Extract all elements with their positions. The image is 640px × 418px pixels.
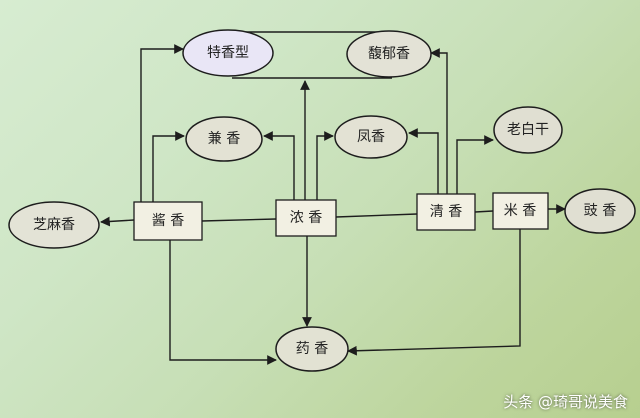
node-qing-label: 清 香 — [430, 204, 462, 220]
arrow-qing-to-fuyu — [430, 48, 448, 194]
node-texiang: 特香型 — [182, 29, 274, 77]
node-mi: 米 香 — [492, 192, 549, 230]
node-zhima-label: 芝麻香 — [33, 217, 75, 233]
node-laobaigan-label: 老白干 — [507, 122, 549, 138]
arrow-jiang-to-zhima — [100, 216, 135, 227]
connectors — [100, 31, 566, 365]
arrow-nong-to-feng — [316, 131, 334, 200]
link-jiang-nong — [201, 218, 277, 222]
node-feng-label: 凤香 — [357, 129, 385, 145]
node-zhima: 芝麻香 — [8, 201, 100, 249]
arrow-jiang-to-jian — [152, 131, 185, 202]
watermark-handle: @琦哥说美食 — [537, 393, 628, 411]
node-qing: 清 香 — [416, 193, 476, 231]
arrow-mi-to-yao — [347, 229, 521, 356]
node-nong: 浓 香 — [275, 199, 337, 237]
node-chi: 豉 香 — [564, 188, 636, 234]
node-laobaigan: 老白干 — [493, 106, 563, 154]
node-yao-label: 药 香 — [296, 341, 328, 357]
node-chi-label: 豉 香 — [584, 203, 616, 219]
arrow-nong-to-jian — [263, 131, 295, 200]
node-jiang-label: 酱 香 — [152, 213, 184, 229]
link-nong-qing — [335, 213, 418, 218]
arrow-qing-to-feng — [408, 128, 439, 194]
arrow-qing-to-laobaigan — [456, 135, 494, 194]
node-yao: 药 香 — [275, 326, 349, 372]
node-jiang: 酱 香 — [133, 201, 203, 241]
node-feng: 凤香 — [334, 115, 408, 159]
watermark: 头条 @琦哥说美食 — [503, 391, 628, 412]
arrow-jiang-to-texiang — [140, 44, 184, 202]
node-jian: 兼 香 — [185, 116, 263, 162]
node-nong-label: 浓 香 — [290, 210, 322, 226]
link-qing-mi — [474, 210, 494, 213]
node-jian-label: 兼 香 — [208, 131, 240, 147]
node-texiang-label: 特香型 — [207, 45, 249, 61]
node-fuyu: 馥郁香 — [346, 30, 432, 78]
watermark-brand: 头条 — [503, 393, 534, 411]
node-fuyu-label: 馥郁香 — [368, 45, 410, 62]
node-mi-label: 米 香 — [504, 203, 536, 219]
arrow-jiang-to-yao — [169, 240, 277, 365]
